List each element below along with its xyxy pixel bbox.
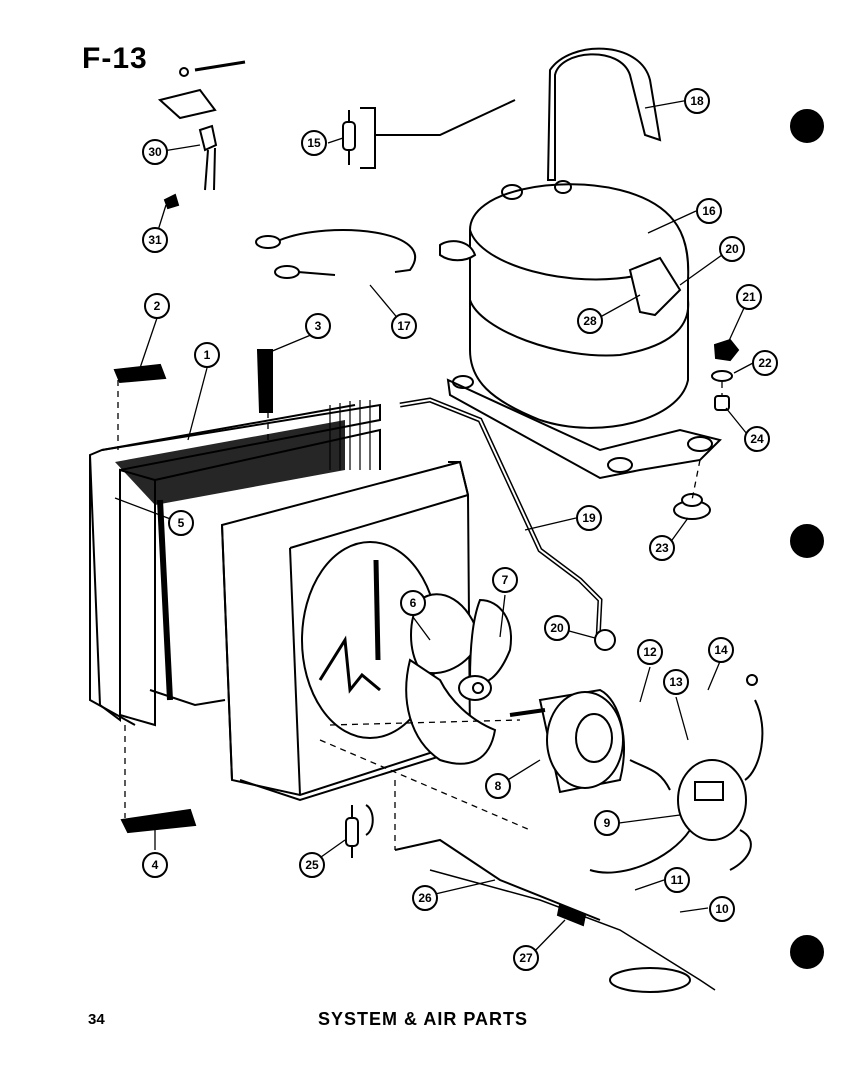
callout-circle [719,236,745,262]
callout-3: 3 [315,319,322,333]
filter-drier-15 [342,99,516,169]
callout-circle [142,852,168,878]
callout-circle [301,130,327,156]
callout-8: 8 [495,779,502,793]
motor-mount [589,674,764,874]
callout-circle [168,510,194,536]
filter-drier-25 [345,804,374,858]
fan-motor [509,688,625,794]
discharge-tube [546,47,662,181]
callout-circle [664,867,690,893]
condenser-coil [88,403,381,727]
suction-tube [399,397,603,641]
callout-circle [684,88,710,114]
callout-circle [391,313,417,339]
page-number: 34 [88,1011,105,1028]
callout-circle [144,293,170,319]
callout-1: 1 [204,348,211,362]
callout-22: 22 [758,356,772,370]
callout-circle [299,852,325,878]
callout-circle [577,308,603,334]
callout-21: 21 [742,290,756,304]
callout-25: 25 [305,858,319,872]
thermostat-bulb-17 [255,229,417,279]
callout-9: 9 [604,816,611,830]
callout-10: 10 [715,902,729,916]
figure-label: F-13 [82,42,148,75]
callout-24: 24 [750,432,764,446]
dashed-leaders [117,380,723,850]
callout-circle [696,198,722,224]
callout-circle [594,810,620,836]
callout-circle [736,284,762,310]
callout-13: 13 [669,675,683,689]
callout-18: 18 [690,94,704,108]
callout-circle [576,505,602,531]
callout-circle [744,426,770,452]
callout-23: 23 [655,541,669,555]
callout-19: 19 [582,511,596,525]
callout-30: 30 [148,145,162,159]
overload-protector [594,629,616,651]
compressor [439,180,690,429]
callout-circle [649,535,675,561]
callout-leaders [114,99,754,959]
callout-circle [142,139,168,165]
callout-14: 14 [714,643,728,657]
callout-circle [194,342,220,368]
callout-6: 6 [410,596,417,610]
callout-circle [142,227,168,253]
binder-hole-top [790,109,824,143]
callout-5: 5 [178,516,185,530]
bracket-2 [113,363,167,384]
callout-circle [709,896,735,922]
thermostat-parts [157,60,246,210]
callout-11: 11 [671,873,684,887]
callout-circle [708,637,734,663]
callout-20b: 20 [725,242,739,256]
callout-31: 31 [148,233,162,247]
callout-circle [492,567,518,593]
callout-circle [305,313,331,339]
capillary-tube [394,838,716,993]
callout-7: 7 [502,573,509,587]
callout-28: 28 [583,314,597,328]
callout-27: 27 [519,951,533,965]
callout-15: 15 [307,136,321,150]
callout-circle [544,615,570,641]
callout-4: 4 [152,858,159,872]
coil-fins [329,400,371,470]
callout-circle [400,590,426,616]
bracket-4 [120,808,197,834]
callout-12: 12 [643,645,657,659]
callout-circle [752,350,778,376]
callout-26: 26 [418,891,432,905]
mounting-hardware [673,338,740,520]
fan-blade [405,593,512,765]
callout-circle [513,945,539,971]
binder-hole-middle [790,524,824,558]
callout-circle [485,773,511,799]
callout-16: 16 [702,204,716,218]
bracket-3 [256,349,273,413]
page-title: SYSTEM & AIR PARTS [318,1009,529,1029]
callout-circle [637,639,663,665]
binder-hole-bottom [790,935,824,969]
callout-circle [663,669,689,695]
callout-17: 17 [397,319,411,333]
callout-20a: 20 [550,621,564,635]
callout-2: 2 [154,299,161,313]
callout-circle [412,885,438,911]
